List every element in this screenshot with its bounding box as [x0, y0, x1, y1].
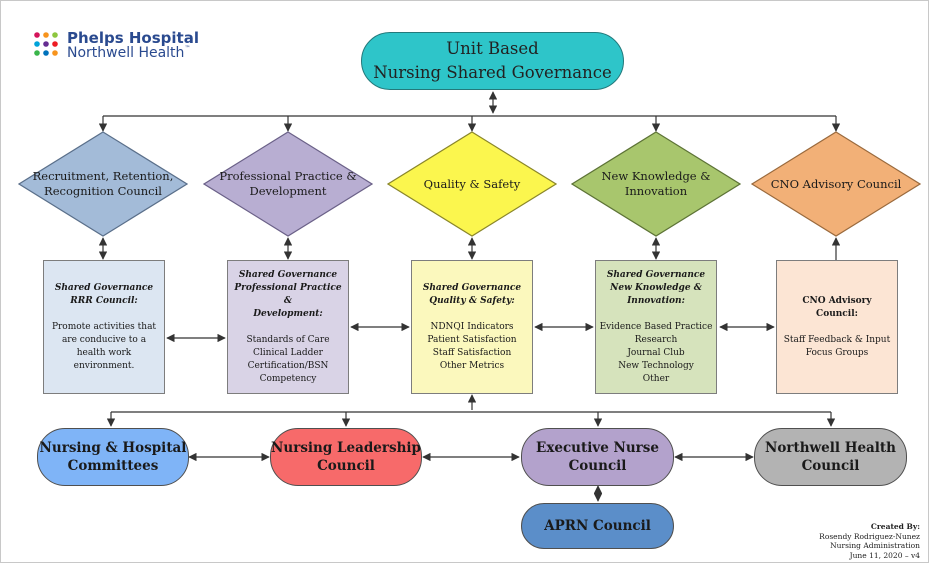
diamond-label-line-2: Innovation	[624, 184, 688, 198]
box-item: environment.	[73, 360, 135, 371]
box-item: Other	[642, 373, 670, 384]
diamond-new-knowledge: New Knowledge & Innovation	[571, 131, 741, 237]
title-line-1: Unit Based	[446, 39, 539, 58]
council-northwell-health: Northwell Health Council	[754, 428, 907, 486]
box-item: are conducive to a	[61, 334, 147, 345]
council-label-line-2: Committees	[67, 458, 159, 474]
logo-line-2-text: Northwell Health	[67, 45, 185, 61]
title-banner: Unit Based Nursing Shared Governance	[361, 32, 624, 90]
box-professional-practice: Shared Governance Professional Practice …	[227, 260, 349, 394]
box-item: Evidence Based Practice	[599, 321, 713, 332]
box-heading-line: Shared Governance	[422, 282, 522, 293]
box-item: health work	[76, 347, 132, 358]
diamond-label-line-1: Recruitment, Retention,	[32, 169, 174, 183]
box-item: NDNQI Indicators	[430, 321, 514, 332]
council-executive-nurse: Executive Nurse Council	[521, 428, 674, 486]
box-item: Journal Club	[627, 347, 685, 358]
logo-line-2: Northwell Health™	[67, 45, 190, 61]
council-label-line-2: Council	[317, 458, 375, 474]
box-rrr-council: Shared Governance RRR Council: Promote a…	[43, 260, 165, 394]
diamond-professional-practice: Professional Practice & Development	[203, 131, 373, 237]
council-nursing-leadership: Nursing Leadership Council	[270, 428, 422, 486]
credits-block: Created By: Rosendy Rodriguez-Nunez Nurs…	[819, 522, 920, 560]
diamond-quality-safety: Quality & Safety	[387, 131, 557, 237]
diamond-label-line-2: Development	[249, 184, 327, 198]
box-item: New Technology	[618, 360, 694, 371]
box-heading-line: Innovation:	[627, 295, 685, 306]
credits-name: Rosendy Rodriguez-Nunez	[819, 531, 920, 541]
box-item: Other Metrics	[439, 360, 505, 371]
box-item: Certification/BSN	[247, 360, 329, 371]
box-item: Focus Groups	[805, 347, 869, 358]
box-item: Competency	[259, 373, 317, 384]
credits-dept: Nursing Administration	[830, 541, 920, 550]
logo-line-1: Phelps Hospital	[67, 29, 199, 47]
council-label-line-2: Council	[568, 458, 627, 474]
box-item: Clinical Ladder	[253, 347, 323, 358]
diamond-label-line-1: Professional Practice &	[219, 169, 357, 183]
diamond-label-line-1: Quality & Safety	[423, 176, 521, 191]
box-heading-line: Quality & Safety:	[429, 295, 515, 306]
council-label-line-1: Northwell Health	[765, 440, 896, 456]
diamond-label-line-2: Recognition Council	[44, 184, 162, 198]
diamond-label-line-1: CNO Advisory Council	[770, 176, 902, 191]
box-item: Research	[634, 334, 678, 345]
box-cno-advisory: CNO Advisory Council: Staff Feedback & I…	[776, 260, 898, 394]
box-item: Patient Satisfaction	[427, 334, 517, 345]
credits-created-by: Created By:	[870, 522, 920, 531]
box-new-knowledge: Shared Governance New Knowledge & Innova…	[595, 260, 717, 394]
box-item: Staff Feedback & Input	[783, 334, 891, 345]
diamond-label-line-1: New Knowledge &	[601, 169, 711, 183]
logo-dots-icon	[34, 32, 58, 56]
credits-date: June 11, 2020 – v4	[849, 550, 920, 560]
diamond-recruitment-council: Recruitment, Retention, Recognition Coun…	[18, 131, 188, 237]
diamond-cno-advisory: CNO Advisory Council	[751, 131, 921, 237]
box-item: Promote activities that	[51, 321, 157, 332]
council-label-line-2: Council	[801, 458, 860, 474]
box-heading-line: New Knowledge &	[610, 282, 702, 293]
title-line-2: Nursing Shared Governance	[373, 63, 612, 82]
box-item: Standards of Care	[246, 334, 330, 345]
council-label-line-1: Nursing Leadership	[271, 440, 421, 456]
box-heading-line: CNO Advisory Council:	[802, 295, 872, 319]
council-label-line-1: Executive Nurse	[536, 440, 659, 456]
council-label: APRN Council	[544, 518, 651, 534]
box-quality-safety: Shared Governance Quality & Safety: NDNQ…	[411, 260, 533, 394]
box-heading-line: Shared Governance	[238, 269, 338, 280]
box-item: Staff Satisfaction	[432, 347, 512, 358]
box-heading-line: Development:	[253, 308, 323, 319]
box-heading-line: Shared Governance	[54, 282, 154, 293]
council-nursing-hospital-committees: Nursing & Hospital Committees	[37, 428, 189, 486]
box-heading-line: Professional Practice &	[234, 282, 342, 306]
hospital-logo: Phelps Hospital Northwell Health™	[33, 29, 213, 65]
council-aprn: APRN Council	[521, 503, 674, 549]
logo-trademark: ™	[184, 45, 191, 52]
box-heading-line: Shared Governance	[606, 269, 706, 280]
council-label-line-1: Nursing & Hospital	[39, 440, 187, 456]
box-heading-line: RRR Council:	[70, 295, 138, 306]
